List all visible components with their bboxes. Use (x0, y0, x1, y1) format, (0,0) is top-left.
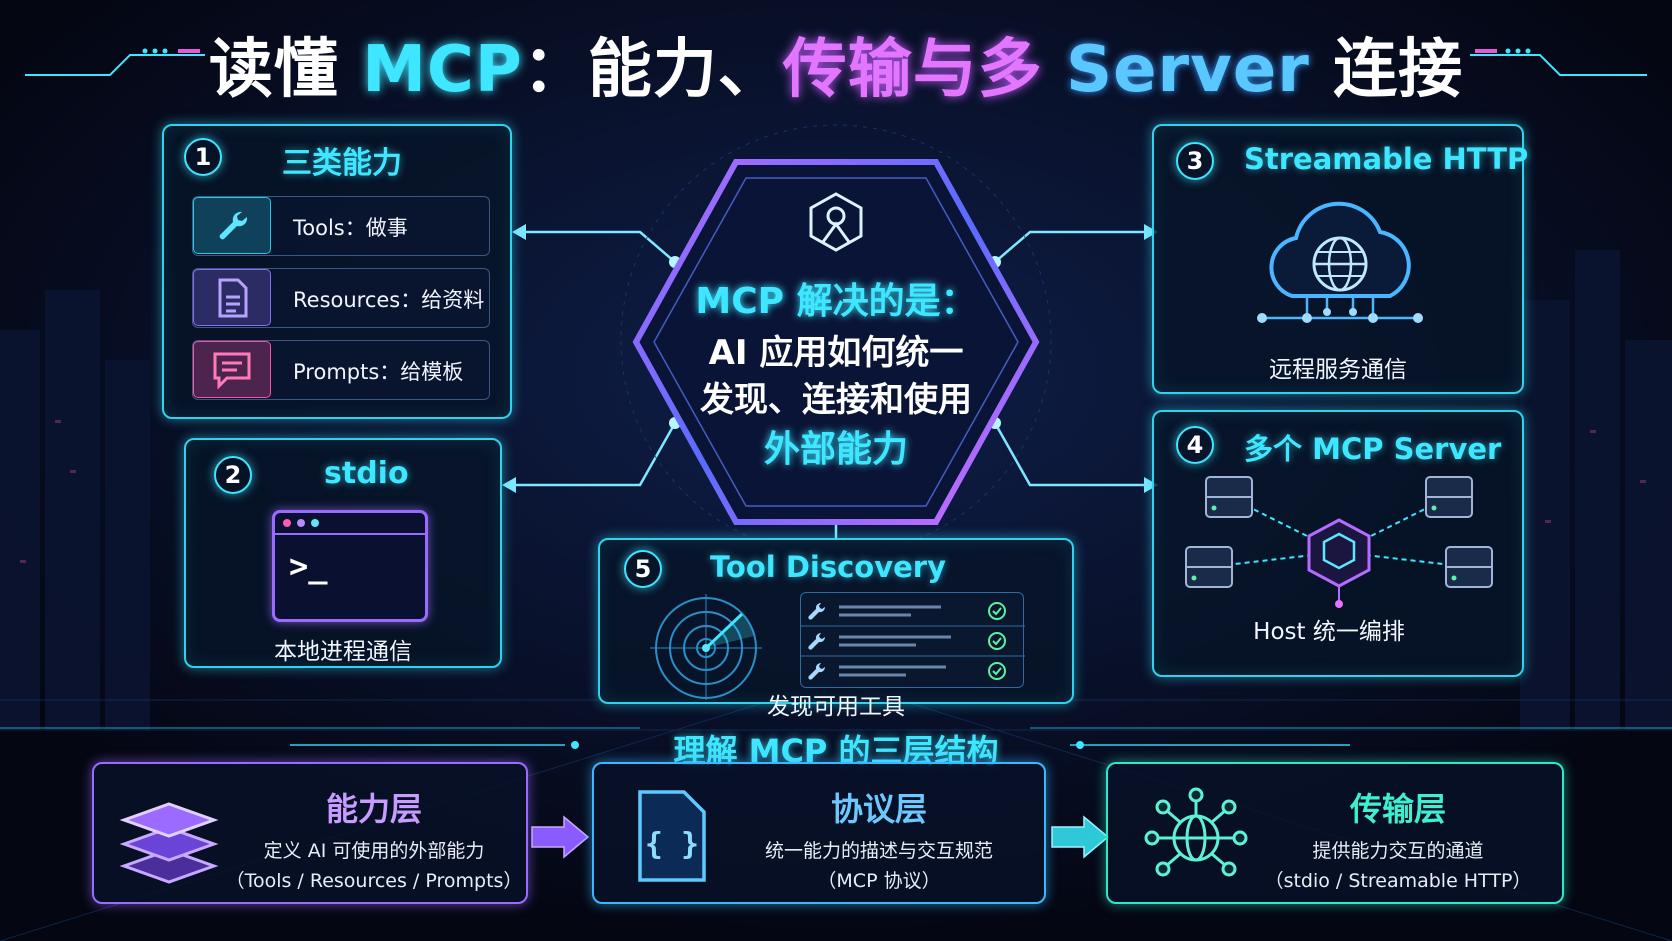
capabilities-title: 三类能力 (282, 146, 402, 181)
transport-layer-sub: （stdio / Streamable HTTP） (1264, 870, 1532, 892)
center-line-2: AI 应用如何统一 (708, 333, 964, 373)
multi-server-title: 多个 MCP Server (1244, 432, 1502, 466)
protocol-layer-sub: （MCP 协议） (817, 870, 941, 892)
streamable-http-caption: 远程服务通信 (1269, 357, 1407, 383)
tool-discovery-panel: 5 Tool Discovery (598, 538, 1074, 704)
transport-layer-desc: 提供能力交互的通道 (1312, 840, 1484, 862)
step-number-5: 5 (624, 550, 662, 588)
multi-server-panel: 4 多个 MCP Server Host 统一编排 (1152, 410, 1524, 677)
capability-layer-title: 能力层 (325, 790, 422, 828)
document-icon (193, 269, 271, 326)
tool-discovery-title: Tool Discovery (710, 550, 946, 584)
tool-list-rows (801, 602, 1025, 680)
radar-icon (650, 594, 762, 700)
title-part-2: MCP (362, 33, 523, 107)
protocol-layer-title: 协议层 (830, 790, 927, 828)
streamable-http-title: Streamable HTTP (1244, 142, 1529, 176)
streamable-http-panel: 3 Streamable HTTP 远程服务通信 (1152, 124, 1528, 394)
step-number-1: 1 (184, 138, 222, 176)
chat-bubble-icon (193, 341, 271, 398)
title-part-3: ：能力、 (522, 33, 783, 107)
capability-layer-desc: 定义 AI 可使用的外部能力 (263, 840, 485, 862)
capabilities-panel: 1 三类能力 Tools：做事 Resources：给资料 Prompts：给模… (162, 124, 512, 419)
capability-label-resources: Resources：给资料 (293, 288, 485, 312)
capability-row-tools: Tools：做事 (192, 196, 490, 256)
terminal-prompt: >_ (289, 547, 328, 585)
transport-layer-title: 传输层 (1349, 790, 1446, 828)
center-line-4: 外部能力 (763, 429, 908, 470)
capability-label-tools: Tools：做事 (293, 216, 408, 240)
stdio-caption: 本地进程通信 (274, 639, 412, 665)
network-globe-icon (1144, 787, 1248, 877)
layers-icon (119, 802, 219, 884)
wrench-icon (193, 197, 271, 254)
arrow-right-icon (531, 815, 590, 859)
protocol-layer-card: { } 协议层 统一能力的描述与交互规范 （MCP 协议） (592, 762, 1046, 904)
capability-row-resources: Resources：给资料 (192, 268, 490, 328)
protocol-layer-desc: 统一能力的描述与交互规范 (764, 840, 993, 862)
title-part-6: 连接 (1333, 33, 1464, 107)
title-part-4: 传输与多 (782, 33, 1043, 107)
center-line-3: 发现、连接和使用 (700, 380, 972, 420)
svg-text:{ }: { } (645, 827, 699, 862)
multi-server-caption: Host 统一编排 (1253, 619, 1405, 645)
arrow-right-icon (1051, 815, 1110, 859)
step-number-3: 3 (1176, 142, 1214, 180)
capability-label-prompts: Prompts：给模板 (293, 360, 464, 384)
code-file-icon: { } (638, 790, 706, 882)
title-part-1: 读懂 (208, 33, 339, 107)
capability-layer-sub: （Tools / Resources / Prompts） (225, 870, 523, 892)
stdio-panel: 2 stdio >_ 本地进程通信 (184, 438, 502, 668)
capability-row-prompts: Prompts：给模板 (192, 340, 490, 400)
title-part-5: Server (1066, 33, 1310, 107)
step-number-2: 2 (214, 456, 252, 494)
terminal-window-icon: >_ (272, 510, 428, 622)
stdio-title: stdio (324, 456, 409, 491)
page-title: 读懂 MCP：能力、传输与多 Server 连接 (0, 18, 1672, 110)
transport-layer-card: 传输层 提供能力交互的通道 （stdio / Streamable HTTP） (1106, 762, 1564, 904)
server-network-icon (1185, 476, 1493, 608)
tool-list (800, 592, 1025, 688)
tool-discovery-caption: 发现可用工具 (767, 694, 905, 720)
center-line-1: MCP 解决的是： (695, 281, 977, 322)
step-number-4: 4 (1176, 426, 1214, 464)
mcp-logo-icon (809, 192, 863, 252)
cloud-globe-icon (1257, 201, 1423, 323)
capability-layer-card: 能力层 定义 AI 可使用的外部能力 （Tools / Resources / … (92, 762, 528, 904)
